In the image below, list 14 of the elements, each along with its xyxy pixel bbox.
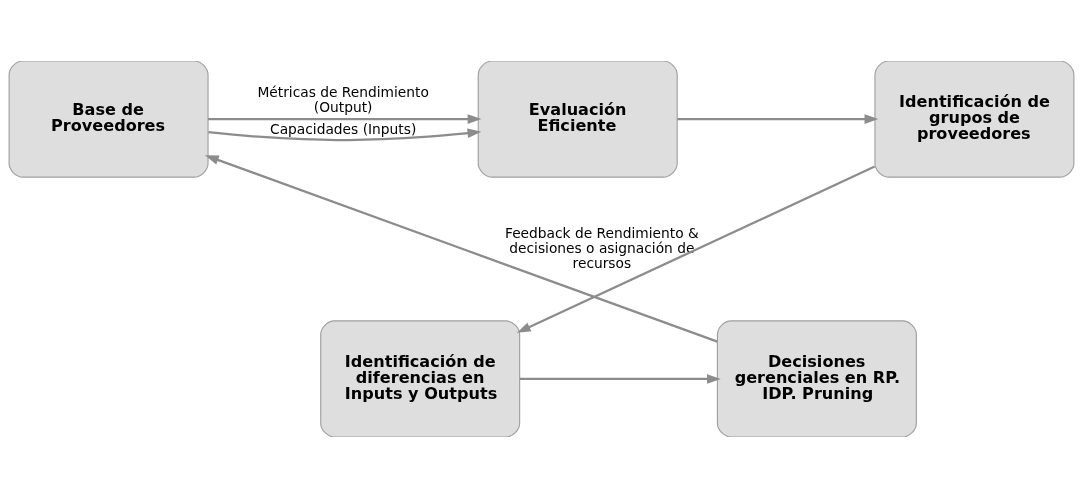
- arrow: [519, 374, 721, 384]
- edge-label: Feedback de Rendimiento & decisiones o asignación de recursos: [504, 224, 699, 271]
- arrow: [208, 128, 482, 142]
- node-box: Base de Proveedores: [8, 61, 209, 178]
- arrow: [204, 155, 718, 343]
- arrow: [208, 114, 482, 124]
- node-box: Identificación de diferencias en Inputs y Outputs: [320, 320, 521, 437]
- node-box: Decisiones gerenciales en RP. IDP. Pruning: [716, 320, 917, 437]
- edge-label: Capacidades (Inputs): [270, 120, 417, 137]
- arrow: [677, 114, 879, 124]
- arrow: [516, 165, 876, 333]
- edge-label: Métricas de Rendimiento (Output): [257, 83, 429, 115]
- node-box: Identificación de grupos de proveedores: [874, 61, 1075, 178]
- node-box: Evaluación Eficiente: [477, 61, 678, 178]
